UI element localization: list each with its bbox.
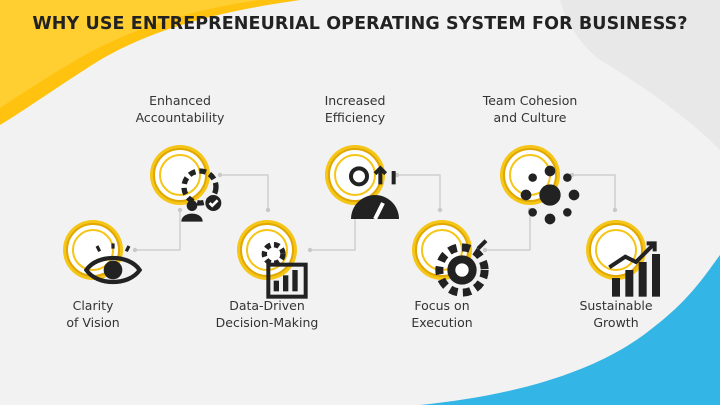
data-report-icon	[261, 242, 308, 299]
step-node-efficiency	[323, 143, 399, 220]
step-node-execution	[410, 218, 489, 297]
gear-target-icon	[435, 239, 489, 297]
team-network-icon	[520, 165, 580, 225]
step-node-data-driven	[235, 218, 308, 299]
growth-chart-icon	[608, 241, 660, 297]
page-title: WHY USE ENTREPRENEURIAL OPERATING SYSTEM…	[32, 14, 688, 34]
step-node-clarity	[61, 218, 143, 284]
eye-icon	[83, 243, 143, 284]
step-node-accountability	[148, 143, 222, 222]
speedometer-icon	[349, 165, 399, 220]
team-gear-icon	[181, 168, 222, 222]
step-node-team-cohesion	[498, 143, 580, 225]
step-node-growth	[584, 218, 660, 297]
